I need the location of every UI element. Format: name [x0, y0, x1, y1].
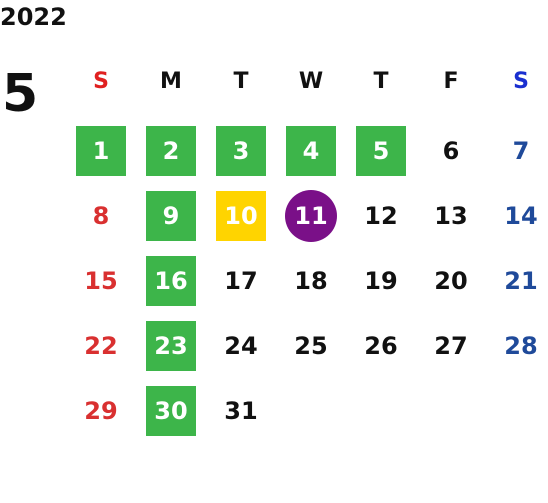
weekday-header-sunday: S [93, 68, 109, 94]
day-number: 26 [364, 331, 398, 360]
empty-day [426, 386, 476, 436]
calendar-day-cell[interactable]: 31 [206, 378, 276, 443]
calendar-day-cell[interactable]: 18 [276, 248, 346, 313]
day-number: 23 [146, 320, 196, 371]
calendar-day-cell[interactable]: 28 [486, 313, 548, 378]
day-number: 24 [224, 331, 258, 360]
day-number: 15 [84, 266, 118, 295]
calendar-day-cell[interactable]: 30 [136, 378, 206, 443]
day-number: 9 [146, 190, 196, 241]
year-label: 2022 [0, 3, 67, 31]
calendar-day-cell[interactable]: 23 [136, 313, 206, 378]
calendar-day-cell[interactable]: 4 [276, 118, 346, 183]
day-number: 30 [146, 385, 196, 436]
calendar-day-cell[interactable]: 1 [66, 118, 136, 183]
calendar-day-cell[interactable]: 29 [66, 378, 136, 443]
calendar-day-cell[interactable]: 7 [486, 118, 548, 183]
day-number: 4 [286, 125, 336, 176]
day-number: 19 [364, 266, 398, 295]
day-number: 12 [364, 201, 398, 230]
calendar-day-cell[interactable]: 27 [416, 313, 486, 378]
day-number: 6 [442, 136, 460, 165]
weekday-header-tuesday: T [233, 68, 249, 94]
day-number: 25 [294, 331, 328, 360]
weekday-header-wednesday: W [298, 68, 324, 94]
calendar-day-cell [346, 378, 416, 443]
calendar-day-cell[interactable]: 10 [206, 183, 276, 248]
calendar-day-cell[interactable]: 6 [416, 118, 486, 183]
day-number: 21 [504, 266, 538, 295]
day-number: 31 [224, 396, 258, 425]
day-number: 5 [356, 125, 406, 176]
weekday-header-monday: M [160, 68, 182, 94]
calendar-day-cell [416, 378, 486, 443]
calendar-day-cell[interactable]: 22 [66, 313, 136, 378]
day-number: 10 [216, 190, 266, 241]
calendar-day-cell[interactable]: 12 [346, 183, 416, 248]
calendar-day-cell[interactable]: 15 [66, 248, 136, 313]
calendar-day-cell[interactable]: 2 [136, 118, 206, 183]
weekday-header-friday: F [443, 68, 459, 94]
calendar-day-cell[interactable]: 9 [136, 183, 206, 248]
day-number: 27 [434, 331, 468, 360]
day-number: 14 [504, 201, 538, 230]
calendar-day-cell[interactable]: 20 [416, 248, 486, 313]
calendar-day-cell[interactable]: 13 [416, 183, 486, 248]
month-label: 5 [2, 64, 39, 124]
day-number: 17 [224, 266, 258, 295]
calendar-day-cell[interactable]: 21 [486, 248, 548, 313]
day-number: 8 [92, 201, 110, 230]
day-number: 1 [76, 125, 126, 176]
weekday-header-saturday: S [513, 68, 529, 94]
calendar-day-cell[interactable]: 8 [66, 183, 136, 248]
day-number: 22 [84, 331, 118, 360]
calendar-day-cell[interactable]: 25 [276, 313, 346, 378]
day-number: 2 [146, 125, 196, 176]
calendar-day-cell[interactable]: 26 [346, 313, 416, 378]
day-number: 13 [434, 201, 468, 230]
calendar-day-cell[interactable]: 14 [486, 183, 548, 248]
day-number: 28 [504, 331, 538, 360]
calendar-day-cell[interactable]: 11 [276, 183, 346, 248]
calendar-day-cell [276, 378, 346, 443]
day-number: 7 [512, 136, 530, 165]
weekday-header-thursday: T [373, 68, 389, 94]
calendar-day-cell [486, 378, 548, 443]
calendar-day-cell[interactable]: 24 [206, 313, 276, 378]
empty-day [496, 386, 546, 436]
day-number: 3 [216, 125, 266, 176]
empty-day [286, 386, 336, 436]
calendar-day-cell[interactable]: 17 [206, 248, 276, 313]
day-number: 11 [285, 189, 337, 242]
empty-day [356, 386, 406, 436]
calendar-day-cell[interactable]: 16 [136, 248, 206, 313]
day-number: 18 [294, 266, 328, 295]
calendar-day-cell[interactable]: 3 [206, 118, 276, 183]
day-number: 16 [146, 255, 196, 306]
day-number: 29 [84, 396, 118, 425]
calendar-day-cell[interactable]: 19 [346, 248, 416, 313]
day-number: 20 [434, 266, 468, 295]
calendar-grid: S M T W T F S [66, 60, 542, 102]
calendar-day-cell[interactable]: 5 [346, 118, 416, 183]
